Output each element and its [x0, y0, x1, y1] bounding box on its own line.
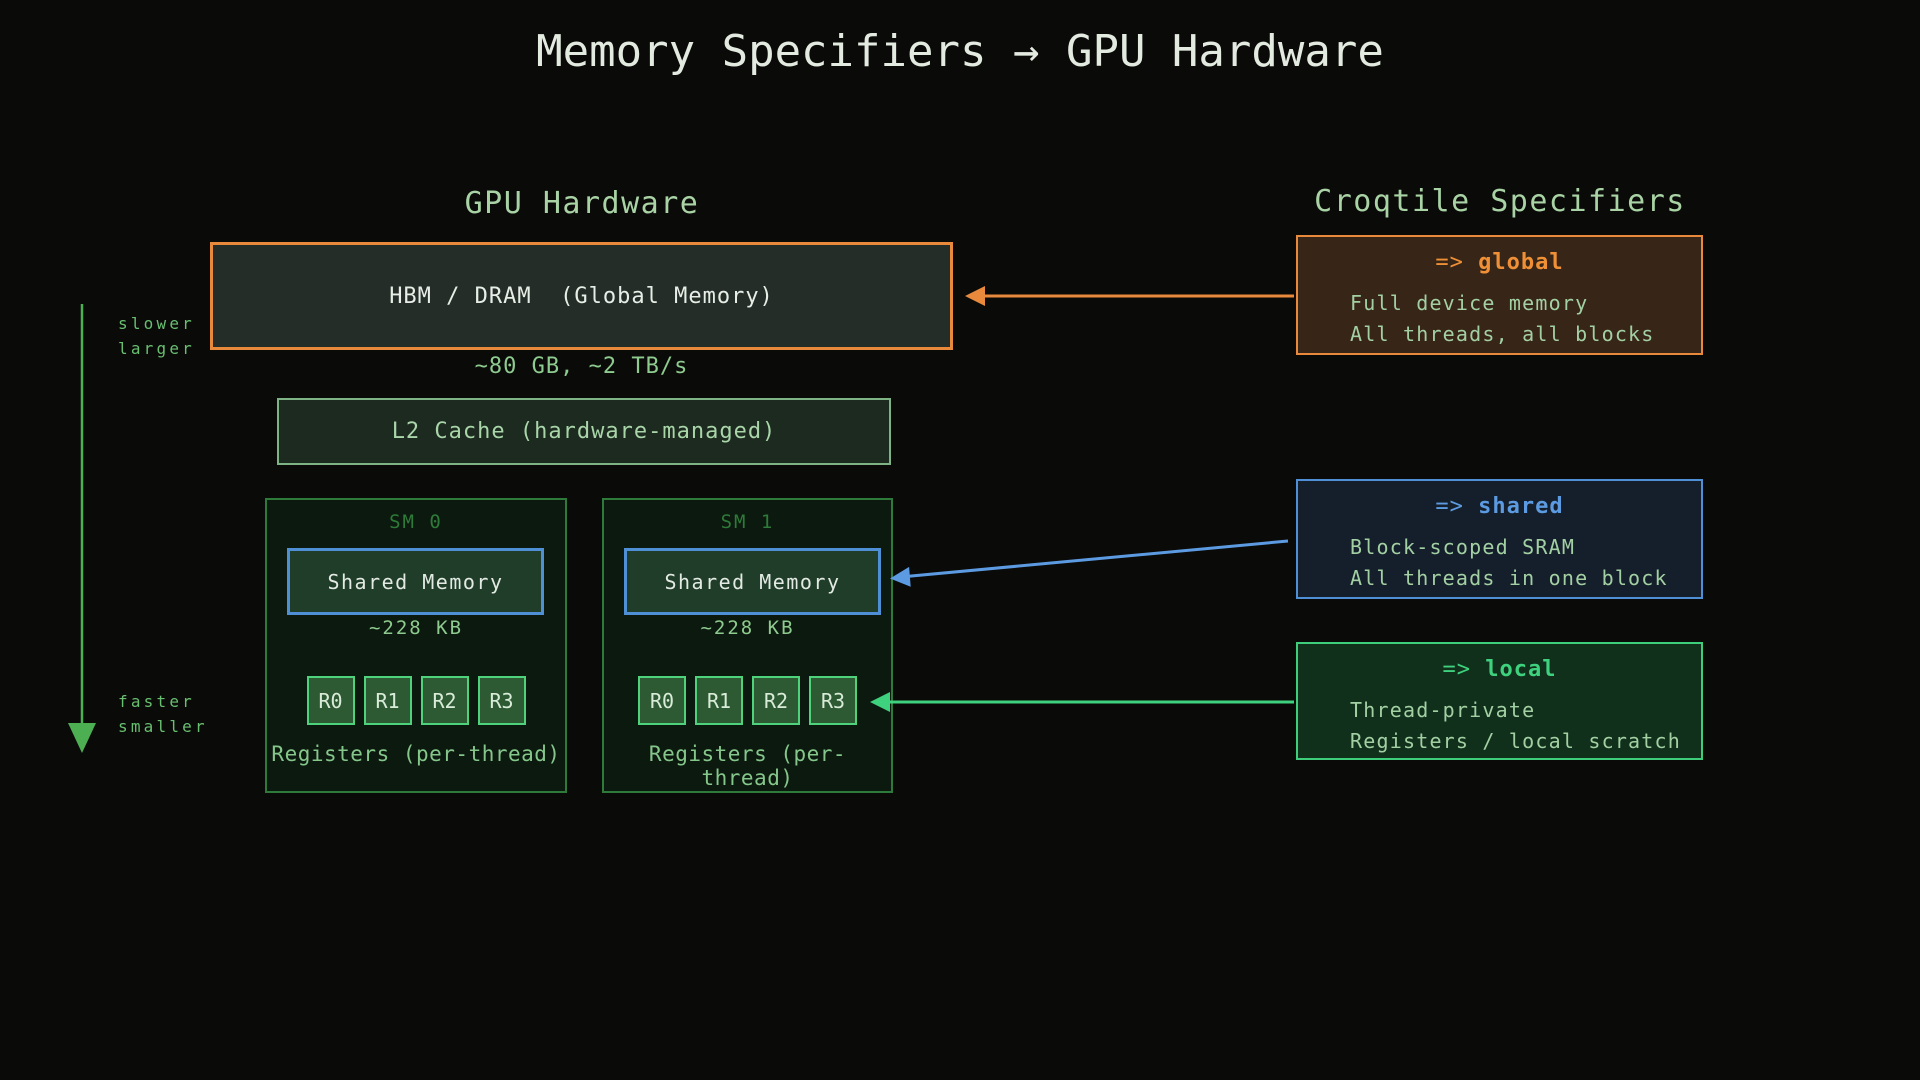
description-line: All threads, all blocks — [1350, 322, 1655, 346]
specifier-global-title: => global — [1298, 250, 1701, 275]
hbm-dram-label: HBM / DRAM (Global Memory) — [389, 283, 774, 309]
arrow-prefix: => — [1435, 250, 1464, 275]
sm1-register-box: R3 — [809, 676, 857, 725]
sm0-register-box: R3 — [477, 676, 526, 725]
gpu-hardware-heading: GPU Hardware — [464, 186, 700, 221]
sm0-register-box: R1 — [363, 676, 412, 725]
sm1-register-box: R0 — [638, 676, 686, 725]
sm1-shared-size-label: ~228 KB — [700, 617, 795, 639]
sm0-register-row: R0 R1 R2 R3 — [267, 676, 565, 725]
sm1-register-box: R2 — [752, 676, 800, 725]
specifier-local-title: => local — [1298, 657, 1701, 682]
arrow-prefix: => — [1435, 494, 1464, 519]
specifier-name: local — [1485, 657, 1557, 682]
axis-label-smaller: smaller — [118, 717, 208, 736]
sm0-shared-memory-label: Shared Memory — [327, 569, 504, 594]
specifier-global-description: Full device memory All threads, all bloc… — [1298, 288, 1701, 350]
description-line: Thread-private — [1350, 698, 1536, 722]
sm0-title: SM 0 — [389, 511, 443, 533]
specifier-shared-description: Block-scoped SRAM All threads in one blo… — [1298, 532, 1701, 594]
shared-to-sm-arrow — [890, 539, 1289, 587]
description-line: All threads in one block — [1350, 566, 1668, 590]
page-title: Memory Specifiers → GPU Hardware — [536, 26, 1384, 77]
sm0-register-box: R0 — [306, 676, 355, 725]
sm1-title: SM 1 — [720, 511, 775, 533]
l2-cache-label: L2 Cache (hardware-managed) — [391, 419, 777, 444]
sm0-register-box: R2 — [420, 676, 469, 725]
specifier-shared-title: => shared — [1298, 494, 1701, 519]
sm0-shared-size-label: ~228 KB — [368, 617, 464, 639]
specifier-shared-box: => shared Block-scoped SRAM All threads … — [1296, 479, 1703, 599]
specifier-global-box: => global Full device memory All threads… — [1296, 235, 1703, 355]
l2-cache-box: L2 Cache (hardware-managed) — [277, 398, 891, 465]
hbm-dram-box: HBM / DRAM (Global Memory) — [210, 242, 953, 350]
sm1-registers-label: Registers (per-thread) — [648, 742, 847, 790]
axis-label-larger: larger — [118, 339, 195, 358]
description-line: Registers / local scratch — [1350, 729, 1682, 753]
axis-label-slower: slower — [118, 314, 195, 333]
sm1-register-box: R1 — [695, 676, 743, 725]
local-to-registers-arrow — [870, 692, 1294, 712]
sm0-shared-memory-box: Shared Memory — [287, 548, 544, 615]
global-to-hbm-arrow — [965, 286, 1294, 306]
sm1-shared-memory-label: Shared Memory — [664, 569, 841, 594]
specifier-local-description: Thread-private Registers / local scratch — [1298, 695, 1701, 757]
arrow-prefix: => — [1442, 657, 1471, 682]
croqtile-specifiers-heading: Croqtile Specifiers — [1314, 184, 1686, 219]
sm1-box: SM 1 Shared Memory ~228 KB R0 R1 R2 R3 R… — [602, 498, 893, 793]
hbm-stats-label: ~80 GB, ~2 TB/s — [474, 354, 689, 379]
specifier-local-box: => local Thread-private Registers / loca… — [1296, 642, 1703, 760]
description-line: Block-scoped SRAM — [1350, 535, 1576, 559]
sm1-register-row: R0 R1 R2 R3 — [604, 676, 891, 725]
sm0-box: SM 0 Shared Memory ~228 KB R0 R1 R2 R3 R… — [265, 498, 567, 793]
speed-size-axis-arrow — [68, 304, 96, 753]
specifier-name: global — [1478, 250, 1564, 275]
sm0-registers-label: Registers (per-thread) — [271, 742, 561, 766]
sm1-shared-memory-box: Shared Memory — [624, 548, 881, 615]
specifier-name: shared — [1478, 494, 1564, 519]
description-line: Full device memory — [1350, 291, 1589, 315]
axis-label-faster: faster — [118, 692, 195, 711]
